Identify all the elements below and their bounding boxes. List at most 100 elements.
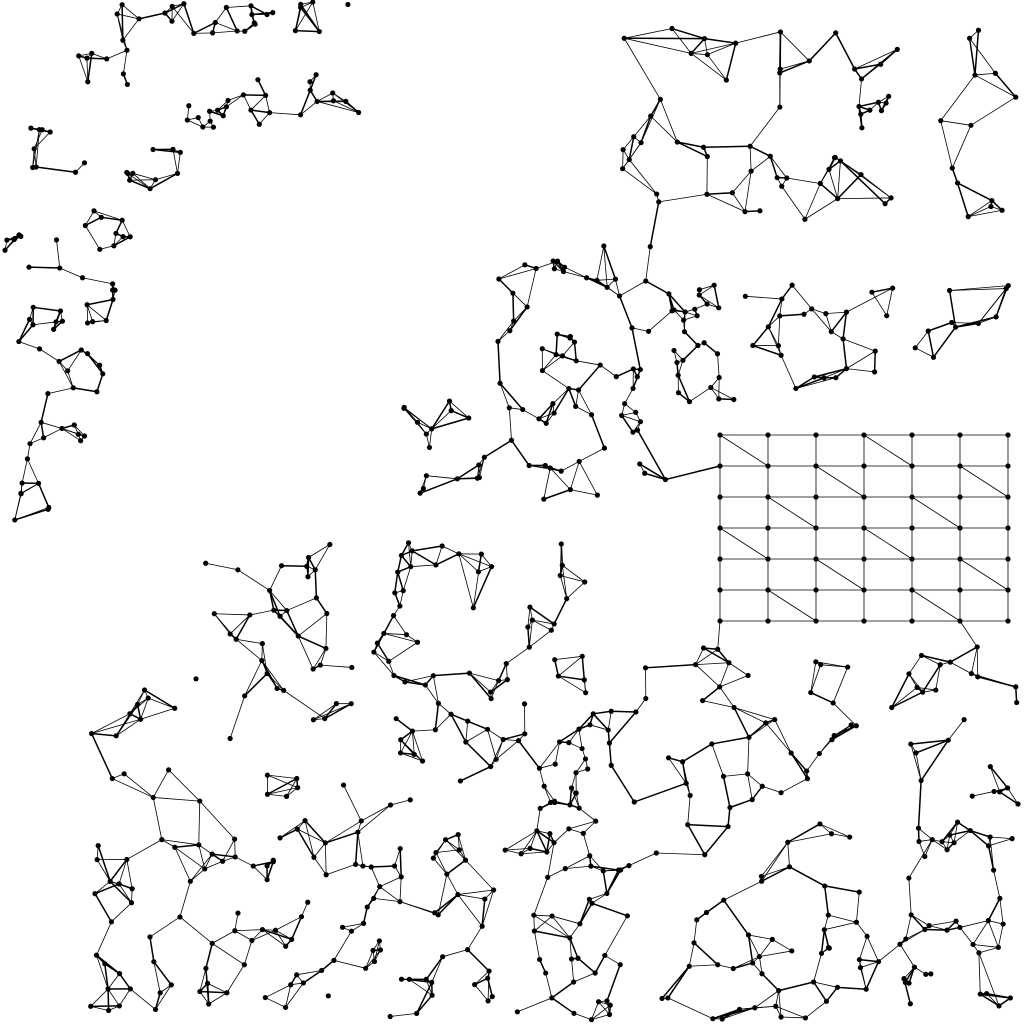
graph-edge <box>813 953 822 983</box>
graph-node <box>150 794 156 801</box>
graph-edge <box>748 934 773 940</box>
graph-edge <box>86 304 93 322</box>
graph-node <box>364 904 370 910</box>
graph-node <box>906 875 912 881</box>
graph-node <box>580 830 586 836</box>
graph-edge <box>118 988 131 1007</box>
graph-node <box>81 160 88 166</box>
graph-node <box>717 618 723 624</box>
graph-edge <box>149 172 178 190</box>
graph-node <box>700 645 707 651</box>
graph-node <box>1005 556 1011 562</box>
graph-edge <box>313 842 326 858</box>
graph-edge <box>498 278 514 294</box>
graph-edge <box>810 664 822 693</box>
graph-edge <box>571 958 575 983</box>
graph-node <box>267 110 273 116</box>
graph-node <box>124 81 130 88</box>
graph-node <box>702 852 708 858</box>
graph-edge <box>695 662 729 665</box>
graph-node <box>777 29 784 35</box>
graph-node <box>704 301 710 307</box>
graph-edge <box>780 31 810 62</box>
graph-node <box>422 682 428 688</box>
graph-edge <box>33 129 43 149</box>
graph-edge <box>631 327 642 370</box>
graph-node <box>508 437 515 443</box>
graph-edge <box>859 958 879 963</box>
graph-node <box>826 945 832 951</box>
graph-node <box>169 18 175 24</box>
graph-edge <box>542 370 570 389</box>
graph-edge <box>333 100 359 113</box>
graph-edge <box>564 266 587 279</box>
graph-edge <box>615 368 634 378</box>
graph-edge <box>542 354 557 371</box>
graph-edge <box>113 236 131 247</box>
graph-edge <box>748 934 760 957</box>
graph-node <box>544 849 550 855</box>
graph-edge <box>326 863 356 876</box>
graph-node <box>157 990 163 996</box>
graph-node <box>861 556 867 562</box>
graph-node <box>507 328 513 334</box>
graph-edge <box>213 613 237 640</box>
graph-edge <box>227 94 244 101</box>
graph-edge <box>266 861 275 880</box>
graph-edge <box>84 216 102 227</box>
graph-node <box>476 462 482 468</box>
graph-edge <box>558 655 583 677</box>
graph-node <box>945 737 951 743</box>
graph-node <box>249 12 255 18</box>
graph-edge <box>546 833 551 853</box>
graph-node <box>643 278 649 284</box>
graph-edge <box>121 4 124 41</box>
graph-edge <box>472 554 482 608</box>
graph-node <box>327 541 333 548</box>
graph-node <box>195 114 201 121</box>
graph-edge <box>994 72 1017 98</box>
graph-node <box>151 959 157 965</box>
graph-node <box>922 853 928 860</box>
graph-edge <box>529 606 555 625</box>
graph-node <box>414 419 421 425</box>
graph-edge <box>571 787 580 809</box>
graph-node <box>716 374 722 381</box>
graph-edge <box>578 729 583 749</box>
graph-edge <box>624 388 634 404</box>
graph-node <box>789 282 795 288</box>
graph-edge <box>199 990 227 994</box>
graph-edge <box>532 619 555 625</box>
graph-node <box>398 737 404 743</box>
graph-edge <box>976 646 979 677</box>
graph-edge <box>404 681 426 686</box>
graph-node <box>409 728 416 734</box>
graph-node <box>430 855 436 861</box>
graph-edge <box>576 360 601 366</box>
graph-node <box>485 975 491 981</box>
graph-node <box>802 216 808 222</box>
graph-node <box>840 336 846 342</box>
graph-node <box>778 790 784 796</box>
graph-edge <box>262 928 292 941</box>
graph-node <box>552 657 558 663</box>
graph-edge <box>268 590 275 611</box>
graph-edge <box>296 828 315 858</box>
graph-edge <box>752 326 769 347</box>
graph-node <box>511 318 517 324</box>
graph-node <box>129 886 135 892</box>
graph-edge <box>408 542 412 567</box>
graph-node <box>317 662 323 668</box>
graph-node <box>709 741 715 747</box>
graph-edge <box>804 198 838 220</box>
graph-edge <box>860 961 879 968</box>
graph-node <box>493 756 499 762</box>
graph-edge <box>871 287 893 293</box>
graph-node <box>694 917 700 923</box>
graph-node <box>856 103 862 110</box>
grid-edge <box>911 589 961 622</box>
graph-node <box>264 877 270 883</box>
graph-edge <box>116 718 141 737</box>
graph-node <box>731 704 737 711</box>
graph-edge <box>978 946 999 954</box>
